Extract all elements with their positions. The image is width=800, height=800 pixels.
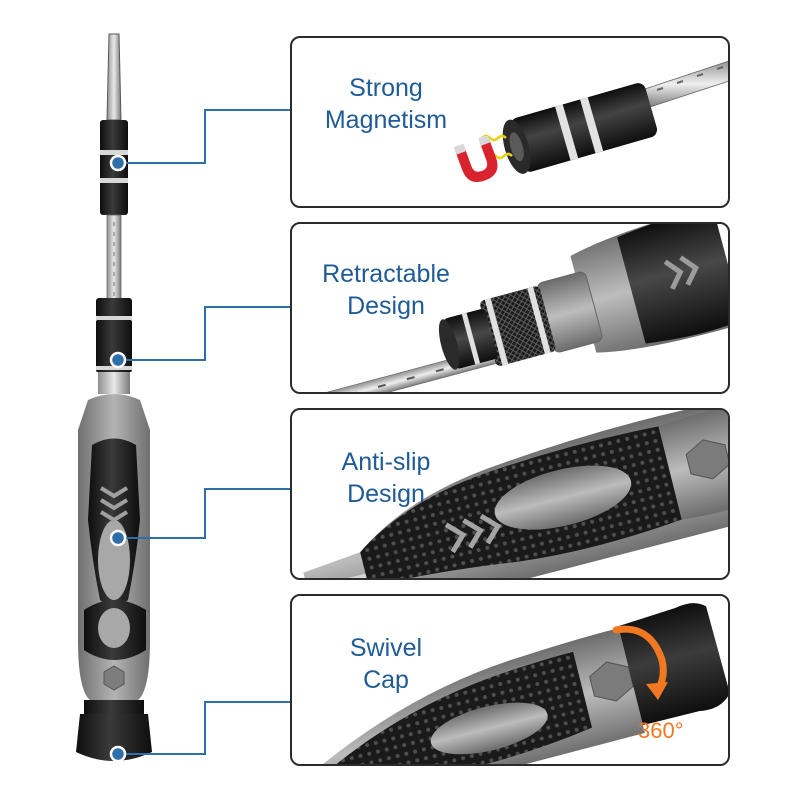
screwdriver-handle: [78, 394, 150, 700]
callout-dots: [109, 154, 127, 763]
feature-label-anti-slip-design: Anti-slip Design: [341, 448, 431, 508]
feature-label-retractable-design: Retractable Design: [322, 260, 450, 320]
rotate-arrow-icon: [612, 625, 668, 700]
panel-swivel-cap: 360° Swivel Cap: [290, 594, 730, 766]
callout-lines: [118, 109, 290, 755]
swivel-cap: [76, 700, 152, 761]
screwdriver-shaft: [106, 214, 122, 301]
magnet-holder-closeup: [481, 60, 728, 174]
feature-label-swivel-cap: Swivel Cap: [349, 634, 423, 694]
panel-strong-magnetism: Strong Magnetism: [290, 36, 730, 208]
magnet-icon: [453, 136, 498, 183]
anti-slip-grip-closeup: [303, 410, 728, 578]
retractable-collet: [96, 298, 132, 394]
screwdriver-bit: [106, 33, 122, 121]
panel-anti-slip-design: Anti-slip Design: [290, 408, 730, 580]
feature-label-strong-magnetism: Strong Magnetism: [324, 74, 448, 134]
rotation-label: 360°: [638, 718, 684, 743]
retractable-collet-closeup: [327, 224, 728, 392]
panel-retractable-design: Retractable Design: [290, 222, 730, 394]
